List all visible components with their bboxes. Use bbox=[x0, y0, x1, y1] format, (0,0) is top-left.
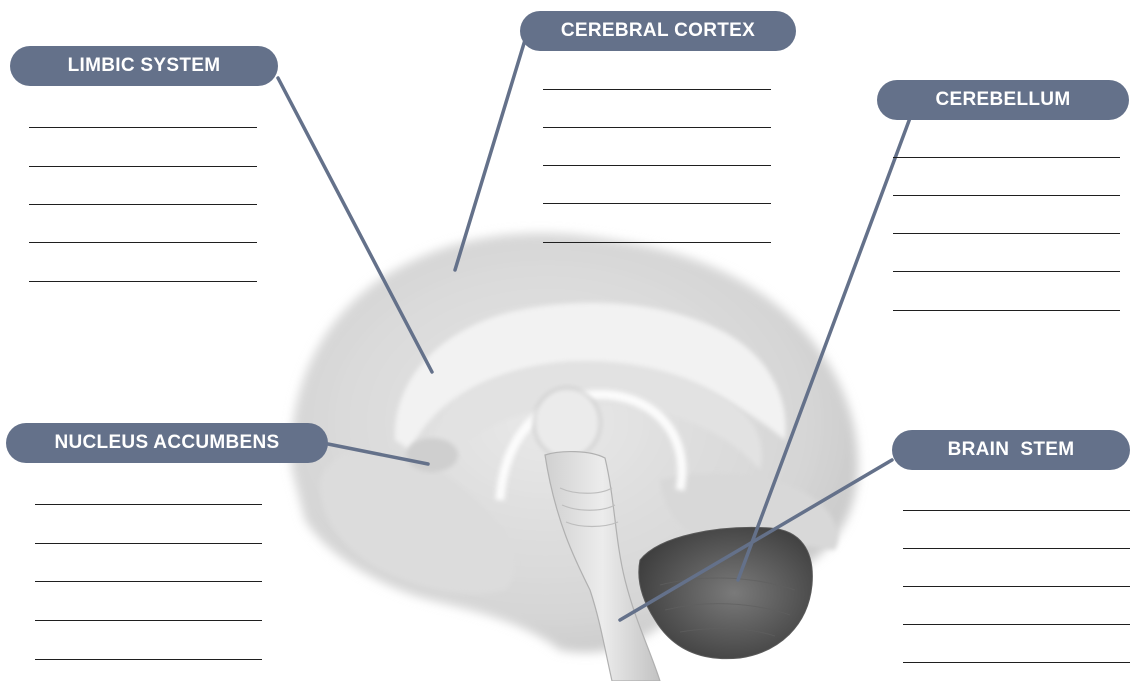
label-brain-stem: BRAIN STEM bbox=[892, 430, 1130, 470]
label-cerebellum: CEREBELLUM bbox=[877, 80, 1129, 120]
answer-line-cerebral-cortex[interactable] bbox=[543, 89, 771, 90]
answer-line-brain-stem[interactable] bbox=[903, 662, 1130, 663]
answer-line-cerebral-cortex[interactable] bbox=[543, 242, 771, 243]
answer-line-limbic-system[interactable] bbox=[29, 127, 257, 128]
answer-line-nucleus-accumbens[interactable] bbox=[35, 504, 262, 505]
answer-line-nucleus-accumbens[interactable] bbox=[35, 581, 262, 582]
answer-line-cerebral-cortex[interactable] bbox=[543, 165, 771, 166]
label-limbic-system: LIMBIC SYSTEM bbox=[10, 46, 278, 86]
answer-line-nucleus-accumbens[interactable] bbox=[35, 659, 262, 660]
label-nucleus-accumbens: NUCLEUS ACCUMBENS bbox=[6, 423, 328, 463]
answer-line-brain-stem[interactable] bbox=[903, 624, 1130, 625]
answer-line-cerebellum[interactable] bbox=[893, 157, 1120, 158]
answer-line-cerebral-cortex[interactable] bbox=[543, 203, 771, 204]
answer-line-limbic-system[interactable] bbox=[29, 281, 257, 282]
answer-line-limbic-system[interactable] bbox=[29, 204, 257, 205]
answer-line-cerebellum[interactable] bbox=[893, 233, 1120, 234]
answer-line-cerebellum[interactable] bbox=[893, 271, 1120, 272]
thalamus bbox=[534, 388, 600, 458]
answer-line-nucleus-accumbens[interactable] bbox=[35, 620, 262, 621]
answer-line-cerebellum[interactable] bbox=[893, 310, 1120, 311]
answer-line-limbic-system[interactable] bbox=[29, 166, 257, 167]
answer-line-cerebral-cortex[interactable] bbox=[543, 127, 771, 128]
answer-line-brain-stem[interactable] bbox=[903, 548, 1130, 549]
answer-line-nucleus-accumbens[interactable] bbox=[35, 543, 262, 544]
label-cerebral-cortex: CEREBRAL CORTEX bbox=[520, 11, 796, 51]
answer-line-brain-stem[interactable] bbox=[903, 510, 1130, 511]
answer-line-limbic-system[interactable] bbox=[29, 242, 257, 243]
nucleus-accumbens-region bbox=[406, 438, 458, 472]
answer-line-brain-stem[interactable] bbox=[903, 586, 1130, 587]
answer-line-cerebellum[interactable] bbox=[893, 195, 1120, 196]
